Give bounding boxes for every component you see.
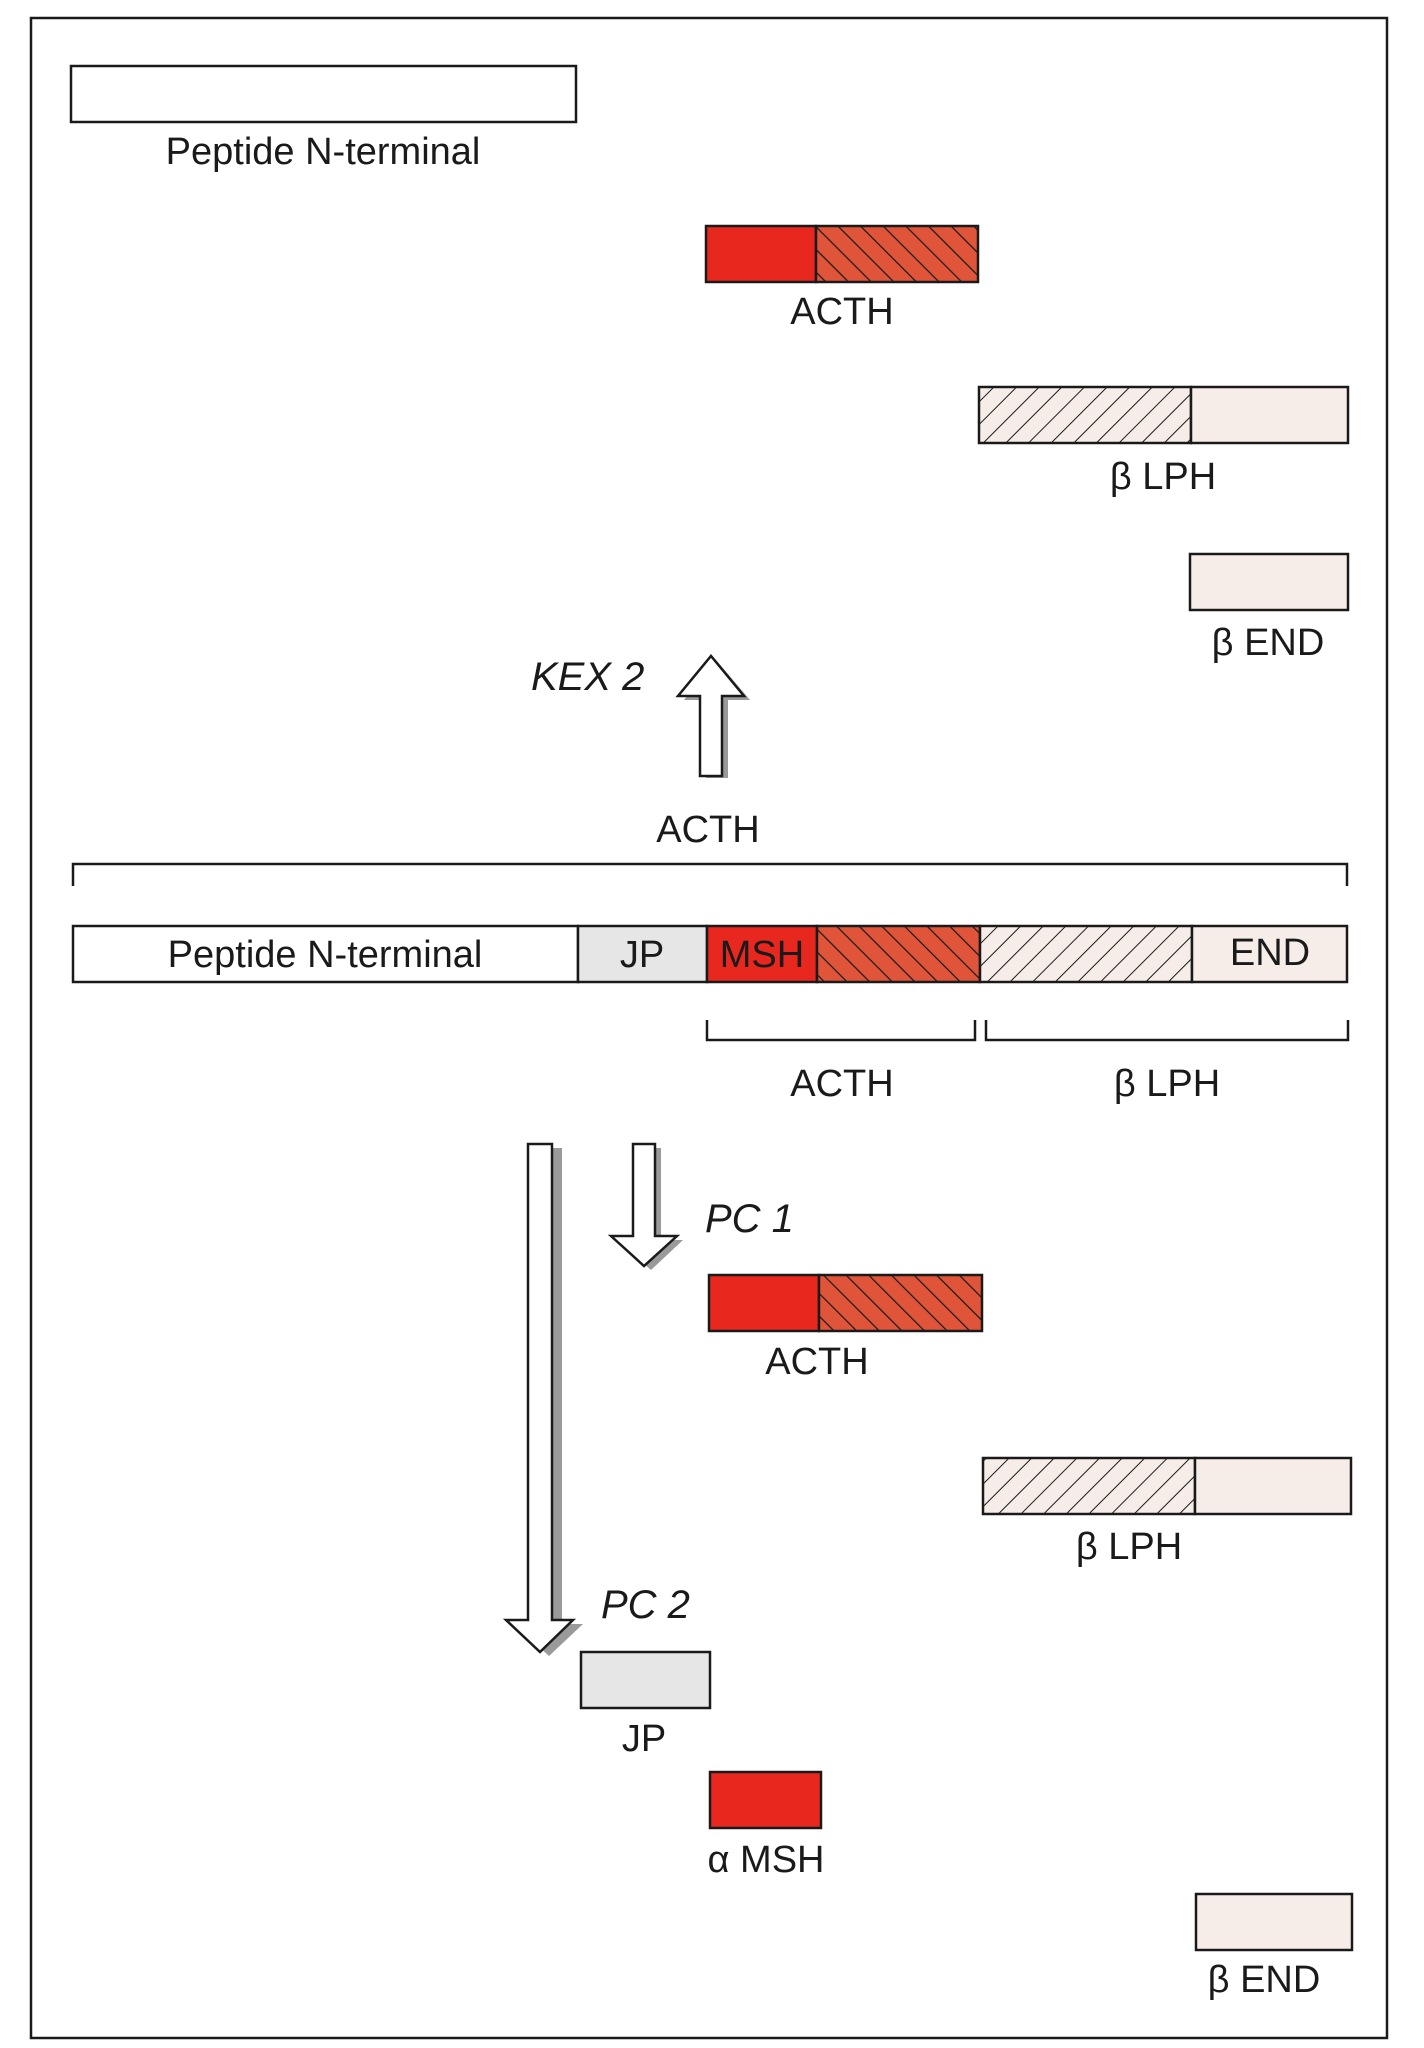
beta-end-pc2-box [1194,1892,1354,1952]
beta-lph-pc1-hatched-part [981,1456,1197,1516]
pc2-arrow-down-icon [502,1142,577,1654]
acth-bracket [705,1020,977,1042]
precursor-acth-hatched-segment [815,924,982,984]
kex2-arrow-up-icon [675,654,747,778]
beta-end-pc2-label: β END [1208,1959,1321,2001]
kex2-substrate-label: ACTH [656,809,759,851]
pc2-enzyme-label: PC 2 [601,1583,690,1627]
pc1-group: PC 1 ACTH β LPH [607,1142,1353,1568]
beta-lph-top-hatched-part [977,385,1193,445]
precursor-n-terminal-segment [71,924,580,984]
jp-pc2-box [579,1650,712,1710]
beta-lph-bracket-label: β LPH [1114,1063,1220,1105]
acth-pc1-label: ACTH [765,1341,868,1383]
pc2-group: PC 2 JP α MSH β END [502,1142,1354,2001]
precursor-lph-hatched-segment [978,924,1194,984]
acth-bracket-label: ACTH [790,1063,893,1105]
pc1-arrow-down-icon [607,1142,681,1268]
n-terminal-box [69,64,578,124]
beta-lph-top-label: β LPH [1110,456,1216,498]
precursor-n-terminal-label: Peptide N-terminal [168,934,483,976]
top-products: Peptide N-terminal ACTH β LPH β END [69,64,1350,664]
pc1-enzyme-label: PC 1 [705,1197,794,1241]
acth-top-label: ACTH [790,291,893,333]
beta-end-top-box [1188,552,1350,612]
beta-lph-top-end-part [1189,385,1350,445]
n-terminal-label: Peptide N-terminal [166,131,481,173]
precursor-top-bracket [71,862,1349,886]
acth-pc1-msh-part [707,1273,821,1333]
precursor-jp-label: JP [620,934,664,976]
alpha-msh-label: α MSH [708,1839,825,1881]
beta-lph-pc1-end-part [1193,1456,1353,1516]
beta-end-top-label: β END [1212,622,1325,664]
precursor-msh-label: MSH [720,934,804,976]
kex2-enzyme-label: KEX 2 [531,655,644,699]
alpha-msh-box [708,1770,823,1830]
beta-lph-bracket [984,1020,1350,1042]
kex2-group: KEX 2 ACTH [531,654,760,851]
precursor-bar: Peptide N-terminal JP MSH END [71,924,1349,984]
acth-top-hatched-part [814,224,980,284]
precursor-end-label: END [1230,932,1310,974]
acth-pc1-hatched-part [817,1273,984,1333]
precursor-jp-segment [576,924,709,984]
precursor-end-segment [1190,924,1349,984]
jp-pc2-label: JP [622,1718,666,1760]
outer-frame [29,16,1389,2040]
acth-top-msh-part [704,224,818,284]
beta-lph-pc1-label: β LPH [1076,1526,1182,1568]
